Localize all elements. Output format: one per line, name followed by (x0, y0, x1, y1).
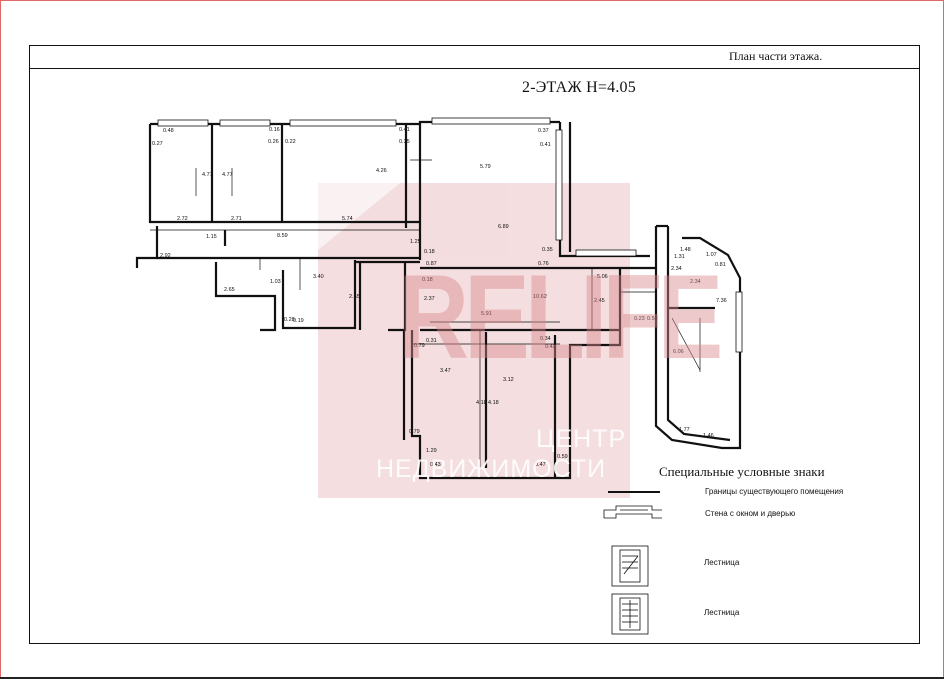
legend-title: Специальные условные знаки (659, 464, 825, 479)
dim-label: 0.41 (540, 142, 551, 148)
dim-label: 4.77 (222, 172, 233, 178)
dim-label: 2.37 (424, 296, 435, 302)
dim-label: 0.35 (399, 139, 410, 145)
plan-walls (135, 120, 742, 480)
dim-label: 0.23 (634, 316, 645, 322)
dim-label: 0.28 (284, 317, 295, 323)
staircase-icon (611, 593, 649, 635)
dimension-labels: 0.48 0.27 4.77 4.77 2.72 2.71 0.26 0.22 … (152, 127, 727, 468)
dim-label: 6.06 (673, 349, 684, 355)
wall-window-door-icon (603, 505, 662, 519)
window-marks (157, 117, 743, 353)
dim-label: 10.62 (533, 294, 547, 300)
dim-label: 0.31 (426, 338, 437, 344)
dim-label: 7.36 (716, 298, 727, 304)
dim-label: 1.07 (706, 252, 717, 258)
dim-label: 0.54 (647, 316, 658, 322)
dim-label: 2.45 (594, 298, 605, 304)
dim-label: 0.79 (414, 343, 425, 349)
dim-label: 1.31 (674, 254, 685, 260)
dim-label: 0.19 (293, 318, 304, 324)
dim-label: 0.16 (269, 127, 280, 133)
legend-stair-label: Лестница (704, 608, 740, 617)
dim-label: 1.15 (206, 234, 217, 240)
dim-label: 0.81 (715, 262, 726, 268)
dim-label: 5.91 (481, 311, 492, 317)
dim-label: 1.25 (410, 239, 421, 245)
dim-label: 0.76 (538, 261, 549, 267)
legend-stair-label: Лестница (704, 558, 740, 567)
dim-label: 0.43 (430, 462, 441, 468)
dim-label: 0.18 (424, 249, 435, 255)
drawing-frame (29, 45, 920, 644)
dim-label: 0.18 (422, 277, 433, 283)
legend-wall-label: Стена с окном и дверью (705, 509, 796, 518)
floor-title: 2-ЭТАЖ H=4.05 (522, 79, 636, 96)
dim-label: 2.65 (224, 287, 235, 293)
dim-label: 0.42 (545, 344, 556, 350)
dim-label: 6.89 (498, 224, 509, 230)
dim-label: 1.46 (703, 433, 714, 439)
dim-label: 3.47 (440, 368, 451, 374)
dim-label: 0.41 (399, 127, 410, 133)
dim-label: 0.59 (557, 454, 568, 460)
dim-label: 2.34 (671, 266, 682, 272)
watermark-brand: RELIFE (398, 250, 723, 384)
dim-label: 2.55 (349, 294, 360, 300)
dim-label: 4.77 (202, 172, 213, 178)
dim-label: 0.26 (268, 139, 279, 145)
dim-label: 4.18 (488, 400, 499, 406)
dim-label: 1.29 (426, 448, 437, 454)
dim-label: 2.72 (177, 216, 188, 222)
dim-label: 3.12 (503, 377, 514, 383)
plan-caption: План части этажа. (729, 49, 823, 63)
dim-label: 1.48 (680, 247, 691, 253)
dim-label: 0.47 (535, 462, 546, 468)
legend-boundary-label: Границы существующего помещения (705, 487, 844, 496)
dim-label: 0.87 (426, 261, 437, 267)
dim-label: 1.03 (270, 279, 281, 285)
dim-label: 0.48 (163, 128, 174, 134)
dim-label: 0.22 (285, 139, 296, 145)
dim-label: 3.40 (313, 274, 324, 280)
dim-label: 0.34 (540, 336, 551, 342)
watermark-line-1: ЦЕНТР (536, 425, 627, 453)
dim-label: 5.79 (480, 164, 491, 170)
watermark-line-2: НЕДВИЖИМОСТИ (376, 455, 607, 483)
bottom-rule (0, 677, 944, 679)
dim-label: 1.77 (679, 427, 690, 433)
dim-label: 0.27 (152, 141, 163, 147)
dim-label: 5.74 (342, 216, 353, 222)
watermark-shape (318, 183, 630, 498)
dim-label: 5.06 (597, 274, 608, 280)
dim-label: 0.79 (409, 429, 420, 435)
dim-label: 2.92 (160, 253, 171, 259)
dim-label: 2.34 (690, 279, 701, 285)
dim-label: 4.18 (476, 400, 487, 406)
dim-label: 8.59 (277, 233, 288, 239)
dim-label: 4.26 (376, 168, 387, 174)
header-divider (29, 68, 920, 69)
dim-label: 0.37 (538, 128, 549, 134)
plan-details (150, 159, 701, 468)
dim-label: 0.35 (542, 247, 553, 253)
dim-label: 2.71 (231, 216, 242, 222)
staircase-icon (611, 545, 649, 587)
